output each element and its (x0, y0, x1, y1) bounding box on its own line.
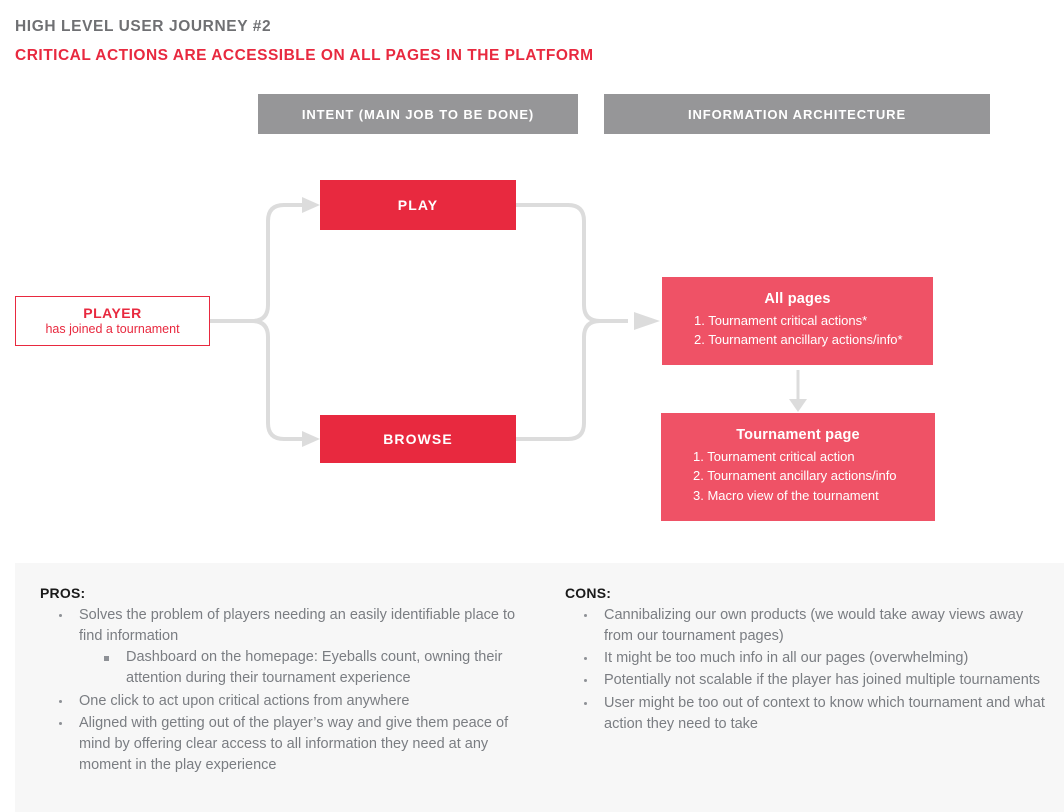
node-all-pages-list: 1. Tournament critical actions* 2. Tourn… (676, 311, 919, 349)
node-play[interactable]: PLAY (320, 180, 516, 230)
node-player-subtitle: has joined a tournament (45, 321, 180, 336)
connector-lines (210, 197, 807, 447)
pros-column: PROS: Solves the problem of players need… (40, 585, 530, 777)
column-header-information-architecture: INFORMATION ARCHITECTURE (604, 94, 990, 134)
list-item: Aligned with getting out of the player’s… (54, 713, 530, 776)
pros-heading: PROS: (40, 585, 86, 601)
list-item: 1. Tournament critical actions* (694, 312, 868, 328)
node-all-pages-title: All pages (764, 290, 831, 307)
cons-column: CONS: Cannibalizing our own products (we… (565, 585, 1050, 736)
list-item: Solves the problem of players needing an… (54, 605, 530, 690)
list-item: User might be too out of context to know… (579, 693, 1050, 735)
cons-heading: CONS: (565, 585, 612, 601)
cons-item-text: Potentially not scalable if the player h… (604, 672, 1041, 689)
cons-item-text: User might be too out of context to know… (604, 694, 1045, 732)
user-journey-diagram: PLAYER has joined a tournament PLAY BROW… (15, 180, 935, 521)
list-item: 1. Tournament critical action (693, 449, 855, 465)
node-tournament-page[interactable]: Tournament page 1. Tournament critical a… (661, 413, 935, 521)
list-item: Dashboard on the homepage: Eyeballs coun… (101, 647, 530, 689)
page-kicker: HIGH LEVEL USER JOURNEY #2 (15, 18, 272, 35)
cons-item-text: It might be too much info in all our pag… (604, 650, 969, 667)
node-browse-label: BROWSE (383, 431, 453, 447)
list-item: One click to act upon critical actions f… (54, 691, 530, 712)
cons-list: Cannibalizing our own products (we would… (565, 605, 1050, 735)
pros-sublist: Dashboard on the homepage: Eyeballs coun… (79, 647, 530, 689)
list-item: Potentially not scalable if the player h… (579, 670, 1050, 691)
list-item: It might be too much info in all our pag… (579, 648, 1050, 669)
list-item: 3. Macro view of the tournament (693, 487, 879, 503)
cons-item-text: Cannibalizing our own products (we would… (604, 607, 1024, 645)
list-item: 2. Tournament ancillary actions/info* (694, 332, 903, 347)
node-player[interactable]: PLAYER has joined a tournament (15, 296, 210, 346)
page-title-block: HIGH LEVEL USER JOURNEY #2 CRITICAL ACTI… (15, 18, 594, 64)
list-item: Cannibalizing our own products (we would… (579, 605, 1050, 647)
page-title: CRITICAL ACTIONS ARE ACCESSIBLE ON ALL P… (15, 47, 594, 65)
pros-cons-panel: PROS: Solves the problem of players need… (15, 563, 1064, 812)
pros-list: Solves the problem of players needing an… (40, 605, 530, 776)
node-browse[interactable]: BROWSE (320, 415, 516, 463)
node-player-title: PLAYER (83, 304, 142, 321)
pros-item-text: Aligned with getting out of the player’s… (79, 714, 509, 774)
pros-item-text: Solves the problem of players needing an… (79, 607, 516, 645)
node-play-label: PLAY (397, 197, 439, 213)
list-item: 2. Tournament ancillary actions/info (693, 468, 897, 484)
pros-item-text: One click to act upon critical actions f… (79, 692, 410, 709)
node-tournament-page-list: 1. Tournament critical action 2. Tournam… (675, 447, 921, 505)
node-tournament-page-title: Tournament page (736, 427, 860, 444)
node-all-pages[interactable]: All pages 1. Tournament critical actions… (662, 277, 933, 365)
column-header-intent: INTENT (MAIN JOB TO BE DONE) (258, 94, 578, 134)
